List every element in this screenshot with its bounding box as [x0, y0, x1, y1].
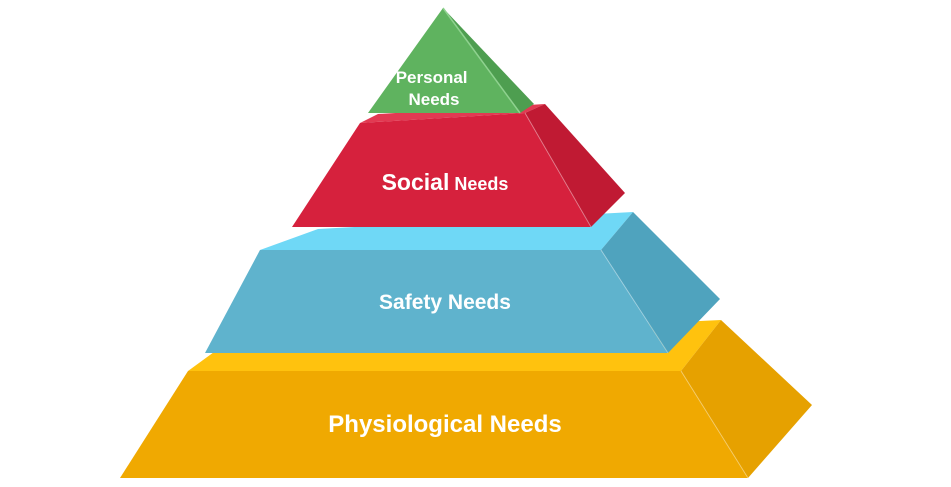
tier-social-label-rest: Needs [449, 174, 508, 194]
tier-personal-label-line-2: Needs [408, 90, 459, 109]
tier-safety-side [601, 212, 720, 353]
edge-social [524, 112, 592, 228]
tier-safety-front [205, 250, 668, 353]
tier-physiological-front [120, 371, 748, 478]
tier-personal-label: Personal Needs [396, 68, 473, 109]
tier-safety: Safety Needs [205, 212, 720, 353]
tier-personal: Personal Needs [368, 7, 534, 114]
tier-personal-front [368, 8, 520, 113]
edge-physiological [680, 370, 749, 479]
tier-personal-side [443, 8, 534, 113]
tier-social-front [292, 113, 591, 227]
edge-highlights [524, 112, 749, 479]
tier-physiological-side [681, 320, 812, 478]
tier-safety-label: Safety Needs [379, 291, 511, 314]
tier-social-label-main: Social [382, 169, 450, 195]
edge-safety [600, 249, 669, 354]
tier-social-label: Social Needs [382, 169, 509, 195]
tier-personal-label-line-1: Personal [396, 68, 468, 87]
tier-physiological-label: Physiological Needs [328, 411, 561, 438]
tier-social: Social Needs [292, 104, 625, 227]
tier-personal-edge [442, 7, 521, 114]
tier-social-side [525, 104, 625, 227]
